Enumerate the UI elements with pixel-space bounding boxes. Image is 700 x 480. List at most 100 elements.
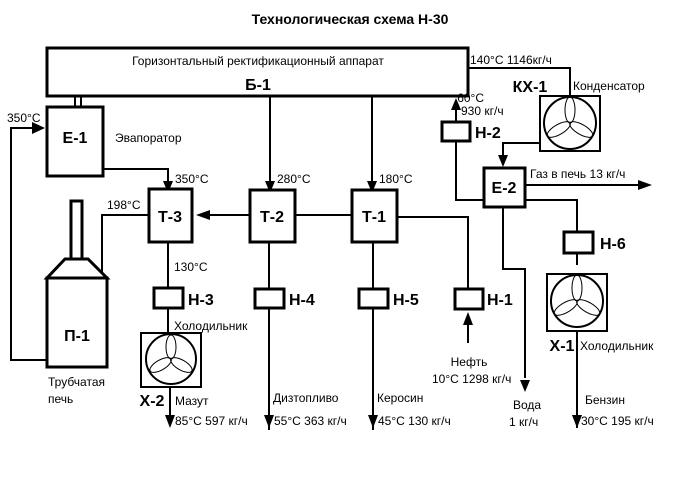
e2-body <box>482 166 527 209</box>
e2-label: Е-2 <box>492 180 517 197</box>
label-product-diesel: Дизтопливо <box>273 391 339 405</box>
fan-icon <box>550 274 604 328</box>
e1-label: Е-1 <box>63 130 88 147</box>
b1-desc: Горизонтальный ректификационный аппарат <box>132 54 384 68</box>
unit-x2[interactable]: Х-2 Холодильник <box>140 319 249 410</box>
h2-body <box>440 120 472 143</box>
label-feed-name: Нефть <box>451 355 488 369</box>
kx1-label: КХ-1 <box>513 79 548 96</box>
unit-t3[interactable]: Т-3 <box>147 187 194 244</box>
x2-desc: Холодильник <box>174 319 248 333</box>
label-gas: Газ в печь 13 кг/ч <box>530 167 625 181</box>
b1-label: Б-1 <box>245 77 271 94</box>
h3-label: Н-3 <box>188 292 214 309</box>
diagram-title: Технологическая схема Н-30 <box>252 11 449 27</box>
h4-body <box>253 287 286 310</box>
h6-label: Н-6 <box>600 236 626 253</box>
unit-e2[interactable]: Е-2 <box>482 166 527 209</box>
fan-icon <box>543 96 597 150</box>
label-product-mazut-params: 85°С 597 кг/ч <box>175 414 248 428</box>
pipe-t1-to-h1 <box>397 216 469 288</box>
unit-kx1[interactable]: КХ-1 Конденсатор <box>513 79 645 152</box>
kx1-desc: Конденсатор <box>573 79 645 93</box>
label-b1-to-t2: 280°С <box>277 172 311 186</box>
pipe-furnace-to-e1 <box>10 127 46 361</box>
e1-body <box>45 105 105 178</box>
unit-e1[interactable]: Е-1 Эвапоратор <box>45 105 182 178</box>
t3-body <box>147 187 194 244</box>
t1-label: Т-1 <box>362 209 386 226</box>
label-water-name: Вода <box>513 398 541 412</box>
x1-label: Х-1 <box>550 338 575 355</box>
arrow-into-t1 <box>367 181 377 193</box>
pump-h5[interactable]: Н-5 <box>357 287 419 310</box>
b1-body <box>45 46 470 98</box>
h3-body <box>152 286 185 310</box>
x2-label: Х-2 <box>140 393 165 410</box>
arrow-into-t3 <box>163 181 173 193</box>
label-t3-bottom: 130°С <box>174 260 208 274</box>
pump-h4[interactable]: Н-4 <box>253 287 315 310</box>
h2-label: Н-2 <box>475 125 501 142</box>
pump-h3[interactable]: Н-3 <box>152 286 214 310</box>
pipe-b1-to-kx1 <box>468 67 571 95</box>
arrow-into-b1 <box>451 98 461 110</box>
t2-body <box>248 188 297 244</box>
pump-h2[interactable]: Н-2 <box>440 120 501 143</box>
label-top-vapor: 140°С 1146кг/ч <box>470 53 552 67</box>
p1-desc-line2: печь <box>48 392 73 406</box>
h4-label: Н-4 <box>289 292 315 309</box>
label-furnace-to-e1: 350°С <box>7 111 41 125</box>
label-product-gasoline-params: 30°С 195 кг/ч <box>581 414 654 428</box>
unit-p1[interactable]: П-1 Трубчатая печь <box>43 199 111 406</box>
arrow-t2-to-t3 <box>196 210 210 220</box>
pipe-kx1-to-e2 <box>502 142 540 162</box>
pump-h1[interactable]: Н-1 <box>453 287 513 311</box>
e1-desc: Эвапоратор <box>115 131 182 145</box>
fan-icon <box>145 333 197 385</box>
flow-arrows <box>32 98 652 428</box>
h5-label: Н-5 <box>393 292 419 309</box>
label-product-diesel-params: 55°С 363 кг/ч <box>274 414 347 428</box>
pipe-e2-to-h2 <box>455 141 483 201</box>
x1-desc: Холодильник <box>580 339 654 353</box>
t2-label: Т-2 <box>260 209 284 226</box>
unit-b1[interactable]: Горизонтальный ректификационный аппарат … <box>45 46 470 98</box>
unit-t2[interactable]: Т-2 <box>248 188 297 244</box>
label-product-gasoline: Бензин <box>585 393 625 407</box>
arrow-water-out <box>520 380 530 392</box>
pipe-water-out <box>502 207 526 378</box>
arrow-into-e1 <box>32 122 45 134</box>
label-b1-to-t1: 180°С <box>379 172 413 186</box>
label-reflux-flow: 930 кг/ч <box>461 104 504 118</box>
t1-body <box>350 188 399 244</box>
pipe-e1-to-t3 <box>104 168 169 182</box>
h5-body <box>357 287 390 310</box>
arrow-into-t2 <box>265 181 275 193</box>
arrow-gasoline-out <box>572 415 582 428</box>
h1-body <box>453 287 485 311</box>
pipes <box>10 67 640 430</box>
arrow-gas-out <box>638 180 652 190</box>
p1-hood <box>43 257 111 280</box>
h1-label: Н-1 <box>487 292 513 309</box>
arrow-diesel-out <box>264 415 274 428</box>
pipe-e2-to-h6 <box>525 199 578 231</box>
label-water-params: 1 кг/ч <box>509 415 538 429</box>
p1-label: П-1 <box>64 328 90 345</box>
label-t3-to-furnace: 198°С <box>107 198 141 212</box>
label-e1-to-t3: 350°С <box>175 172 209 186</box>
unit-x1[interactable]: Х-1 Холодильник <box>546 273 654 355</box>
arrow-into-e2 <box>498 155 508 167</box>
pump-h6[interactable]: Н-6 <box>562 230 626 255</box>
unit-t1[interactable]: Т-1 <box>350 188 399 244</box>
arrow-feed-in <box>463 312 473 325</box>
arrow-kerosene-out <box>368 415 378 428</box>
pipe-t3-to-furnace <box>101 214 148 277</box>
arrow-mazut-out <box>165 415 175 428</box>
p1-body <box>45 276 109 369</box>
x2-body <box>140 332 202 388</box>
label-reflux-temp: 60°С <box>457 91 484 105</box>
p1-desc-line1: Трубчатая <box>48 375 105 389</box>
